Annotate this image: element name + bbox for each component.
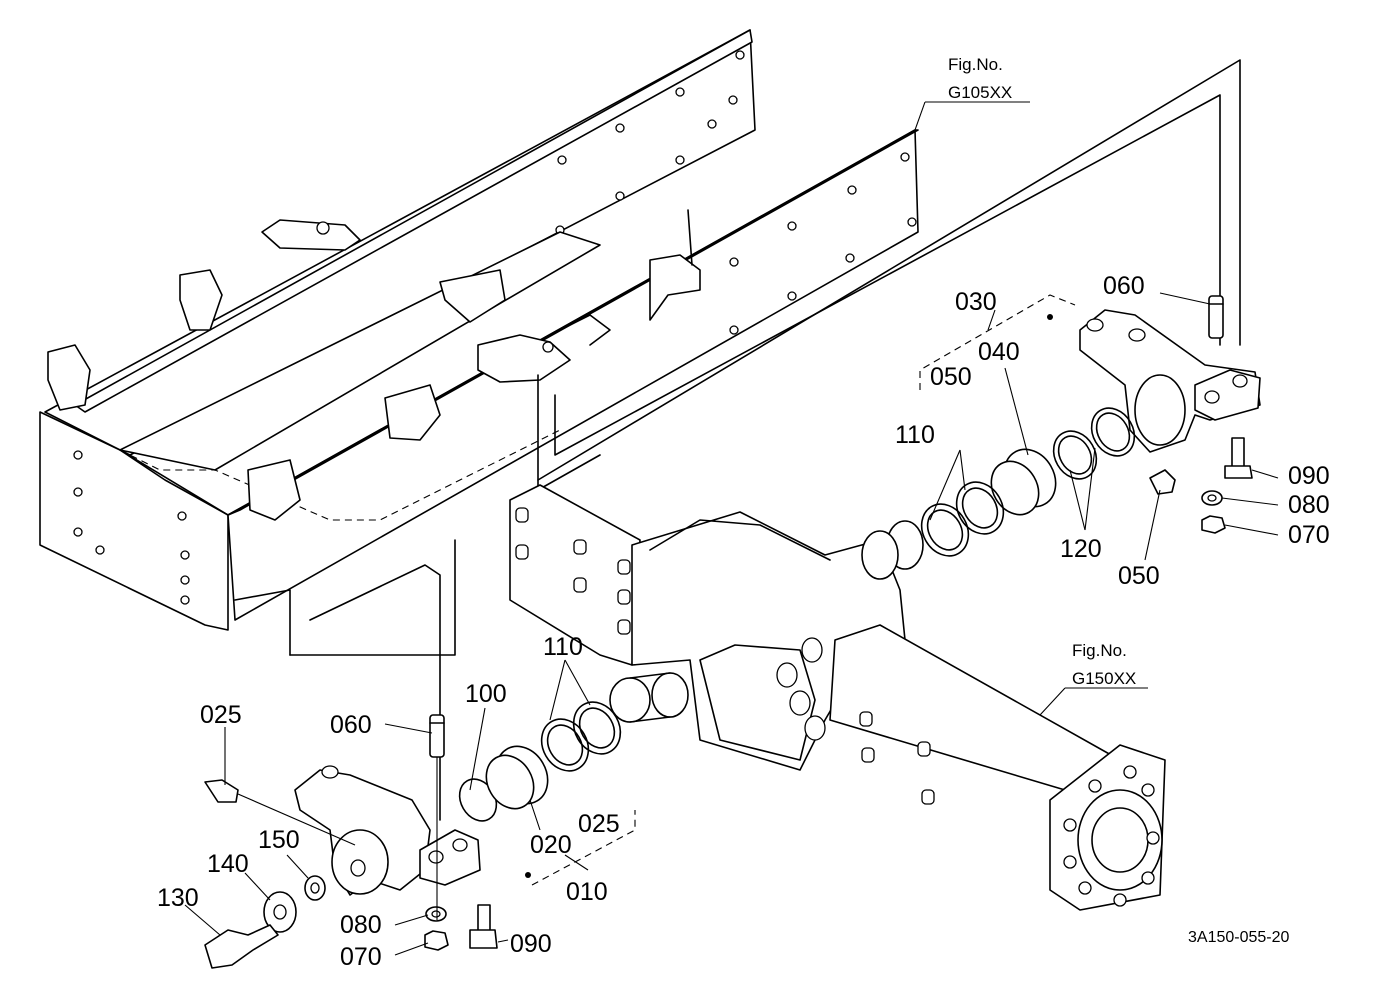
callout-080-right: 080 [1288,491,1330,519]
end-plate-holes [73,450,190,605]
near-rail-holes [729,152,917,335]
callout-060-left: 060 [330,711,372,739]
housing-bolts [515,507,631,635]
frame-assembly [39,29,1241,821]
leader-lines [184,101,1279,956]
callout-010: 010 [566,878,608,906]
callout-110-left: 110 [543,633,583,661]
callout-120: 120 [1060,535,1102,563]
callout-070-left: 070 [340,943,382,971]
callout-100: 100 [465,680,507,708]
far-rail-holes [555,50,745,235]
callout-130: 130 [157,884,199,912]
left-mount-group [204,701,636,969]
callout-140: 140 [207,850,249,878]
callout-030: 030 [955,288,997,316]
callout-070-right: 070 [1288,521,1330,549]
callout-025-bracket: 025 [578,810,620,838]
axle-housing [509,484,1166,911]
drawing-code: 3A150-055-20 [1188,929,1290,946]
callout-060-right: 060 [1103,272,1145,300]
frame-fig-ref-title: Fig.No. [948,55,1003,74]
callout-090-right: 090 [1288,462,1330,490]
callout-090-left: 090 [510,930,552,958]
callout-040: 040 [978,338,1020,366]
axle-fig-ref-title: Fig.No. [1072,641,1127,660]
callout-050-kit: 050 [930,363,972,391]
flange-bolt-holes [1063,765,1160,907]
tube-bolts [859,711,935,805]
callout-150: 150 [258,826,300,854]
callout-110-right: 110 [895,421,935,449]
callout-025-fitting: 025 [200,701,242,729]
frame-fig-ref-number: G105XX [948,83,1012,102]
axle-fig-ref-number: G150XX [1072,669,1136,688]
callout-050-fitting: 050 [1118,562,1160,590]
callout-020: 020 [530,831,572,859]
callout-080-left: 080 [340,911,382,939]
right-mount-group [919,294,1261,557]
